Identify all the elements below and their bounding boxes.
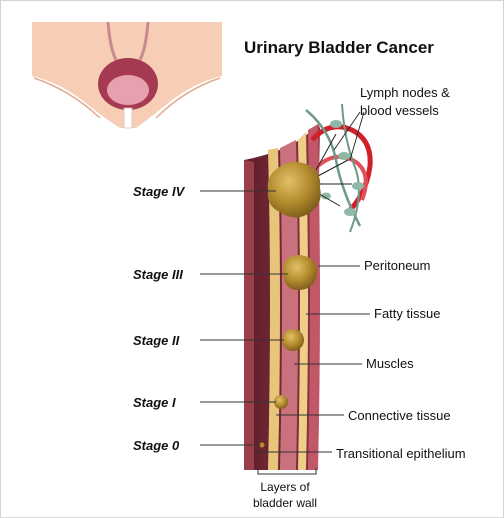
muscles-label: Muscles bbox=[366, 356, 414, 371]
stage-0-label: Stage 0 bbox=[133, 438, 180, 453]
lymph-node bbox=[338, 152, 350, 160]
epithelium-layer bbox=[244, 160, 254, 470]
pelvis-bladder-icon bbox=[32, 22, 222, 128]
tumor-stage-iii bbox=[283, 255, 317, 290]
urethra bbox=[124, 108, 132, 128]
stage-ii-label: Stage II bbox=[133, 333, 180, 348]
lymph-node bbox=[352, 182, 364, 190]
lymph-label-line2: blood vessels bbox=[360, 103, 439, 118]
connective-label: Connective tissue bbox=[348, 408, 451, 423]
bladder-inner bbox=[107, 75, 149, 105]
tumor-stage-iv bbox=[268, 162, 321, 218]
stage-i-label: Stage I bbox=[133, 395, 176, 410]
bracket-label-line2: bladder wall bbox=[253, 496, 317, 510]
fatty-label: Fatty tissue bbox=[374, 306, 440, 321]
lymph-node bbox=[344, 208, 356, 216]
lymph-label-line1: Lymph nodes & bbox=[360, 85, 450, 100]
bracket-label-line1: Layers of bbox=[260, 480, 310, 494]
wall-bracket: Layers of bladder wall bbox=[253, 468, 317, 510]
epithelium-label: Transitional epithelium bbox=[336, 446, 466, 461]
tumor-stage-i bbox=[274, 395, 288, 409]
tumor-stage-0 bbox=[260, 443, 265, 448]
stage-iv-label: Stage IV bbox=[133, 184, 186, 199]
diagram-title: Urinary Bladder Cancer bbox=[244, 38, 434, 57]
tumor-stage-ii bbox=[282, 329, 304, 351]
peritoneum-label: Peritoneum bbox=[364, 258, 430, 273]
stage-iii-label: Stage III bbox=[133, 267, 183, 282]
lymph-node bbox=[330, 120, 342, 128]
